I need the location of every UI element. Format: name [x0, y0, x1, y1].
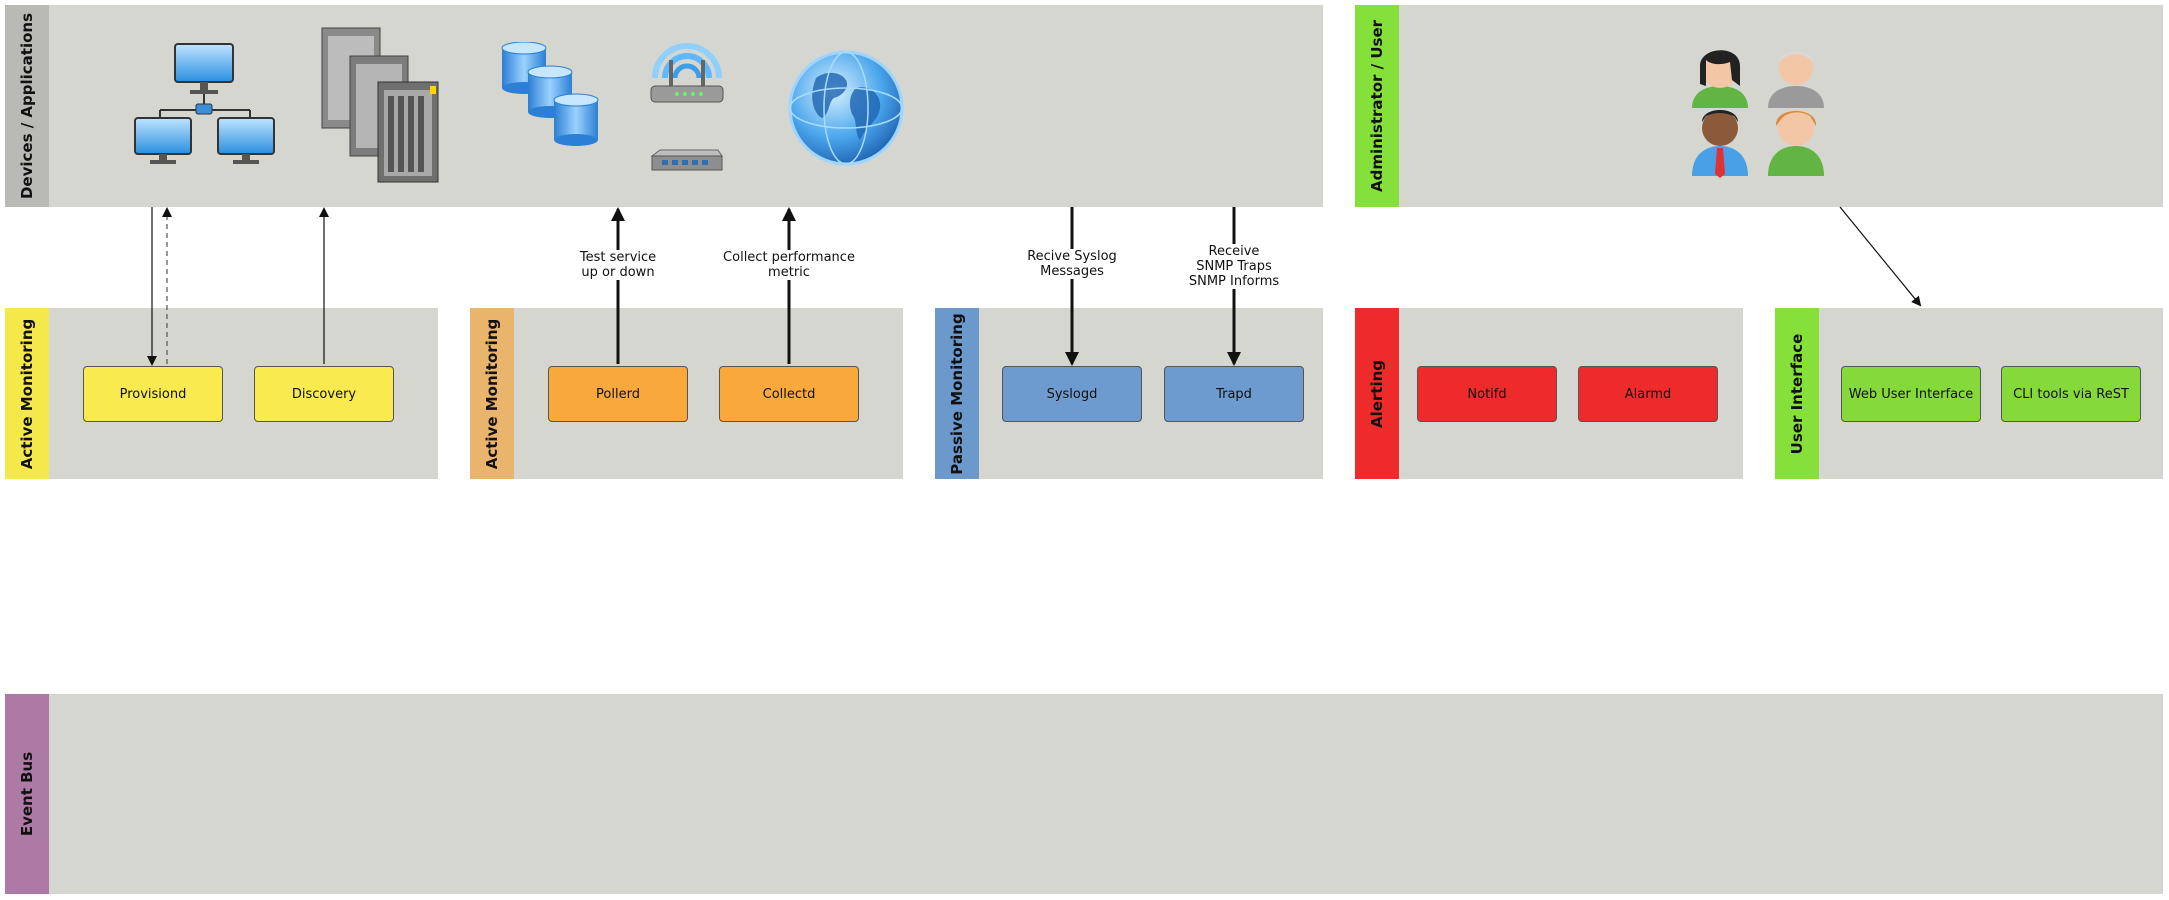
- globe-icon: [788, 50, 904, 166]
- collect-performance-label: Collect performance metric: [723, 250, 855, 280]
- administrator-user-panel: Administrator / User: [1355, 5, 2163, 207]
- test-service-line-2: up or down: [581, 265, 655, 280]
- cli-tools-box[interactable]: CLI tools via ReST: [2001, 366, 2141, 422]
- network-computers-icon: [134, 43, 275, 164]
- active-monitoring-panel-2: Active Monitoring Pollerd Collectd: [470, 308, 903, 479]
- active-monitoring-tab-2: Active Monitoring: [470, 308, 514, 479]
- snmp-line-2: SNMP Traps: [1196, 259, 1272, 274]
- provisiond-box[interactable]: Provisiond: [83, 366, 223, 422]
- devices-applications-tab: Devices / Applications: [5, 5, 49, 207]
- administrator-user-tab: Administrator / User: [1355, 5, 1399, 207]
- server-towers-icon: [321, 27, 439, 183]
- pollerd-box[interactable]: Pollerd: [548, 366, 688, 422]
- wireless-router-icon: [650, 43, 724, 103]
- user-group-icon: [1692, 50, 1824, 178]
- syslog-line-1: Recive Syslog: [1027, 249, 1117, 264]
- devices-applications-panel: Devices / Applications: [5, 5, 1323, 207]
- collect-performance-line-1: Collect performance: [723, 250, 855, 265]
- passive-monitoring-tab: Passive Monitoring: [935, 308, 979, 479]
- collect-performance-line-2: metric: [768, 265, 810, 280]
- alerting-tab: Alerting: [1355, 308, 1399, 479]
- user-interface-tab: User Interface: [1775, 308, 1819, 479]
- passive-monitoring-panel: Passive Monitoring Syslogd Trapd: [935, 308, 1323, 479]
- user-interface-panel: User Interface Web User Interface CLI to…: [1775, 308, 2163, 479]
- test-service-label: Test service up or down: [579, 250, 657, 280]
- web-user-interface-box[interactable]: Web User Interface: [1841, 366, 1981, 422]
- admin-to-ui-arrow: [1839, 206, 1922, 307]
- snmp-line-3: SNMP Informs: [1188, 274, 1280, 289]
- test-service-line-1: Test service: [579, 250, 657, 265]
- active-monitoring-tab-1: Active Monitoring: [5, 308, 49, 479]
- event-bus-panel: Event Bus: [5, 694, 2163, 894]
- event-bus-tab: Event Bus: [5, 694, 49, 894]
- syslogd-box[interactable]: Syslogd: [1002, 366, 1142, 422]
- notifd-box[interactable]: Notifd: [1417, 366, 1557, 422]
- trapd-box[interactable]: Trapd: [1164, 366, 1304, 422]
- syslog-line-2: Messages: [1040, 264, 1104, 279]
- alarmd-box[interactable]: Alarmd: [1578, 366, 1718, 422]
- discovery-box[interactable]: Discovery: [254, 366, 394, 422]
- snmp-label: Receive SNMP Traps SNMP Informs: [1188, 244, 1280, 289]
- collectd-box[interactable]: Collectd: [719, 366, 859, 422]
- active-monitoring-panel-1: Active Monitoring Provisiond Discovery: [5, 308, 438, 479]
- syslog-label: Recive Syslog Messages: [1027, 249, 1117, 279]
- network-switch-icon: [650, 149, 723, 171]
- alerting-panel: Alerting Notifd Alarmd: [1355, 308, 1743, 479]
- snmp-line-1: Receive: [1208, 244, 1260, 259]
- database-stack-icon: [501, 42, 599, 146]
